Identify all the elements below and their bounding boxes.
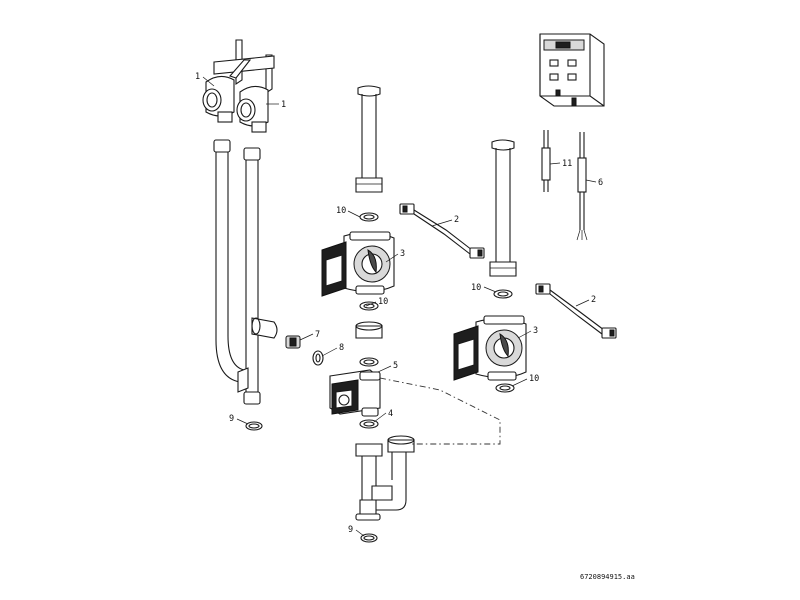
seal-10-a <box>359 212 379 222</box>
pump-cable-2-center <box>399 203 485 259</box>
callout-9b: 9 <box>348 525 353 535</box>
drawing-code: 6720894915.aa <box>580 573 635 581</box>
valve-manifold-assembly <box>202 39 275 133</box>
callout-10a: 10 <box>336 206 346 216</box>
callout-2a: 2 <box>454 215 459 225</box>
sealing-ring-8 <box>312 350 324 366</box>
callout-10d: 10 <box>529 374 539 384</box>
pump-right <box>453 315 527 381</box>
control-module <box>539 33 605 107</box>
left-pipe-assembly <box>213 139 278 405</box>
seal-ring-center <box>359 357 379 367</box>
seal-10-c <box>493 289 513 299</box>
pump-center <box>321 231 395 297</box>
mixing-valve-actuator-5 <box>329 369 381 417</box>
callout-5: 5 <box>393 361 398 371</box>
seal-9-center <box>360 533 378 543</box>
callout-9a: 9 <box>229 414 234 424</box>
seal-9-left <box>245 421 263 431</box>
callout-3a: 3 <box>400 249 405 259</box>
center-lower-pipe-assembly <box>355 435 415 521</box>
callout-labels: 1 1 2 2 3 3 4 5 6 7 8 9 9 10 10 10 10 11 <box>195 72 603 535</box>
leader-lines <box>202 76 597 537</box>
callout-3b: 3 <box>533 326 538 336</box>
center-upper-pipe <box>355 85 383 193</box>
callout-10c: 10 <box>471 283 481 293</box>
callout-8: 8 <box>339 343 344 353</box>
callout-6: 6 <box>598 178 603 188</box>
callout-1b: 1 <box>281 100 286 110</box>
sensor-cable-11 <box>541 130 551 192</box>
nipple-fitting-7 <box>285 335 301 349</box>
seal-4 <box>359 419 379 429</box>
seal-10-b <box>359 301 379 311</box>
union-nut-center <box>355 321 383 339</box>
seal-10-d <box>495 383 515 393</box>
sensor-cable-6 <box>576 132 588 241</box>
callout-7: 7 <box>315 330 320 340</box>
callout-10b: 10 <box>378 297 388 307</box>
callout-1a: 1 <box>195 72 200 82</box>
pump-cable-2-right <box>535 283 617 339</box>
callout-11: 11 <box>562 159 572 169</box>
callout-4: 4 <box>388 409 393 419</box>
right-upper-pipe <box>489 139 517 277</box>
callout-2b: 2 <box>591 295 596 305</box>
